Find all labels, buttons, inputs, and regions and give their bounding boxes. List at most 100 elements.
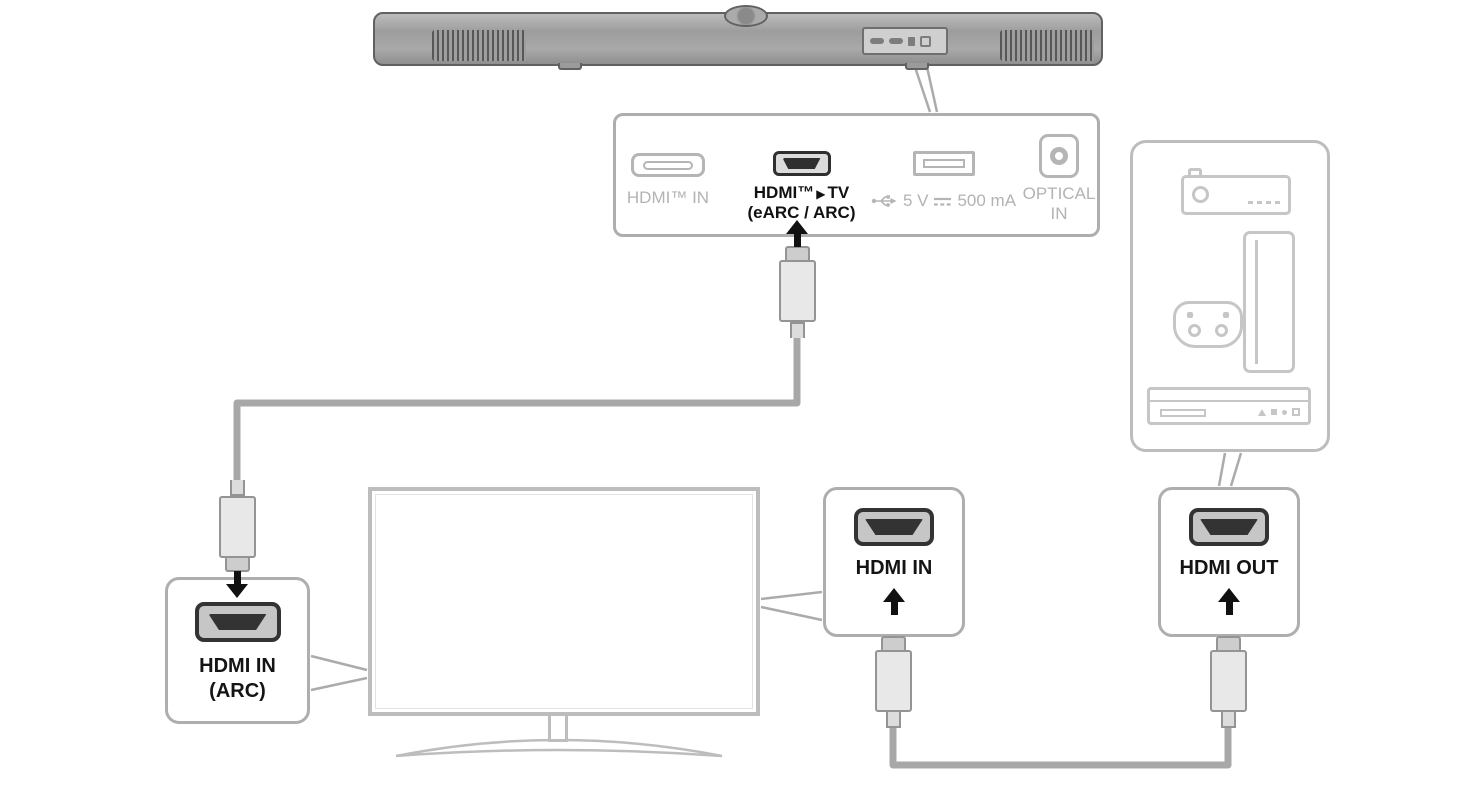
dc-symbol-icon — [934, 197, 952, 206]
device-hdmi-out-label: HDMI OUT — [1179, 557, 1279, 579]
set-top-box-icon — [1181, 168, 1291, 215]
usb-symbol-icon — [871, 195, 897, 208]
player-tray — [1160, 409, 1206, 417]
down-arrow-icon — [226, 571, 248, 598]
right-triangle-icon: ▶ — [816, 187, 826, 201]
hdmi-out-tv-port-label: HDMI™▶TV — [754, 183, 849, 203]
set-top-box-dial — [1192, 186, 1209, 203]
hdmi-out-tv-port-sublabel: (eARC / ARC) — [747, 203, 856, 223]
optical-port-label-line2: IN — [1050, 204, 1068, 224]
hdmi-cable-soundbar-to-tv — [233, 300, 801, 505]
soundbar-foot — [558, 63, 582, 70]
hdmi-cable-device-to-tv — [889, 690, 1232, 769]
soundbar-grille-right — [1000, 30, 1094, 61]
plug-neck — [230, 480, 245, 496]
arrow-stem — [793, 234, 801, 247]
console-seam — [1255, 240, 1258, 364]
plug-tip — [1216, 636, 1241, 650]
hdmi-plug-to-soundbar — [779, 246, 816, 338]
tv-stand-base — [395, 738, 723, 758]
up-arrow-icon — [1218, 588, 1240, 615]
tv-arc-label-line2: (ARC) — [209, 680, 266, 702]
arrow-head — [883, 588, 905, 602]
plug-body — [779, 260, 816, 322]
external-devices-box — [1130, 140, 1330, 452]
up-arrow-icon — [883, 588, 905, 615]
optical-port-group: OPTICAL IN — [1023, 134, 1095, 225]
tv-arc-callout-box: HDMI IN (ARC) — [165, 577, 310, 724]
player-seam — [1150, 400, 1308, 402]
plug-body — [875, 650, 912, 712]
tv-target-text: TV — [827, 183, 850, 202]
hdmi-port-slot — [208, 614, 267, 630]
usb-current-label: 500 mA — [957, 191, 1017, 210]
soundbar — [373, 5, 1103, 70]
game-console-icon — [1243, 231, 1295, 373]
plug-neck — [790, 322, 805, 338]
devices-to-hdmi-out-box-callout-lines — [1217, 452, 1243, 487]
arrow-stem — [233, 571, 241, 584]
game-controller-icon — [1173, 301, 1243, 348]
usb-port-group: 5 V 500 mA — [866, 151, 1021, 211]
disc-player-icon — [1147, 387, 1311, 425]
hdmi-out-tv-port-group: HDMI™▶TV (eARC / ARC) — [734, 151, 869, 224]
tv — [368, 487, 760, 716]
hdmi-in-port-group: HDMI™ IN — [618, 153, 718, 208]
hdmi-brand-text: HDMI™ — [753, 183, 815, 202]
hdmi-in-port-slot — [643, 160, 693, 170]
optical-port-ring — [1050, 147, 1068, 165]
soundbar-port-slot-icon — [870, 38, 884, 44]
hdmi-port-slot — [1200, 519, 1258, 535]
tv-stand-pole — [548, 716, 568, 742]
soundbar-panel-callout-lines — [913, 66, 939, 113]
hdmi-plug-to-tv-arc — [219, 480, 256, 572]
soundbar-grille-left — [432, 30, 526, 61]
arrow-stem — [1225, 602, 1233, 615]
soundbar-rear-ports — [862, 27, 948, 55]
plug-tip — [785, 246, 810, 260]
tv-hdmi-in-label: HDMI IN — [855, 557, 933, 579]
plug-tip — [225, 558, 250, 572]
set-top-box-vents — [1248, 201, 1280, 204]
arrow-head — [226, 584, 248, 598]
soundbar-port-slot-icon — [889, 38, 903, 44]
hdmi-port-icon — [854, 508, 934, 546]
arrow-head — [786, 220, 808, 234]
plug-neck — [1221, 712, 1236, 728]
tv-hdmi-in-callout-box: HDMI IN — [823, 487, 965, 637]
plug-body — [1210, 650, 1247, 712]
usb-port-icon — [912, 151, 975, 176]
up-arrow-icon — [786, 220, 808, 247]
tv-arc-label-line1: HDMI IN — [199, 655, 276, 677]
hdmi-port-icon — [194, 602, 281, 642]
plug-neck — [886, 712, 901, 728]
set-top-box-detail — [1188, 168, 1202, 176]
arc-box-to-tv-callout-lines — [310, 654, 368, 692]
controller-buttons — [1223, 312, 1229, 318]
usb-power-label-row: 5 V 500 mA — [871, 191, 1016, 211]
hdmi-plug-to-tv-in — [875, 636, 912, 728]
arrow-stem — [890, 602, 898, 615]
tv-to-hdmi-in-box-callout-lines — [760, 590, 823, 622]
hdmi-port-icon — [1189, 508, 1269, 546]
optical-port-label-line1: OPTICAL — [1022, 184, 1096, 203]
usb-voltage-label: 5 V — [902, 191, 929, 210]
controller-dpad — [1187, 312, 1193, 318]
rear-ports-panel: HDMI™ IN HDMI™▶TV (eARC / ARC) 5 V — [613, 113, 1100, 237]
plug-tip — [881, 636, 906, 650]
soundbar-foot — [905, 63, 929, 70]
hdmi-plug-to-device-out — [1210, 636, 1247, 728]
controller-stick — [1215, 324, 1228, 337]
hdmi-out-tv-port-slot — [782, 158, 821, 169]
hdmi-port-slot — [865, 519, 923, 535]
soundbar-knob-icon — [724, 5, 768, 27]
optical-port-icon — [1039, 134, 1079, 178]
usb-port-slot — [922, 159, 965, 168]
soundbar-optical-port-icon — [920, 35, 931, 47]
plug-body — [219, 496, 256, 558]
arrow-head — [1218, 588, 1240, 602]
soundbar-usb-port-icon — [908, 36, 915, 46]
player-buttons — [1258, 408, 1300, 416]
hdmi-out-tv-port-icon — [772, 151, 831, 176]
